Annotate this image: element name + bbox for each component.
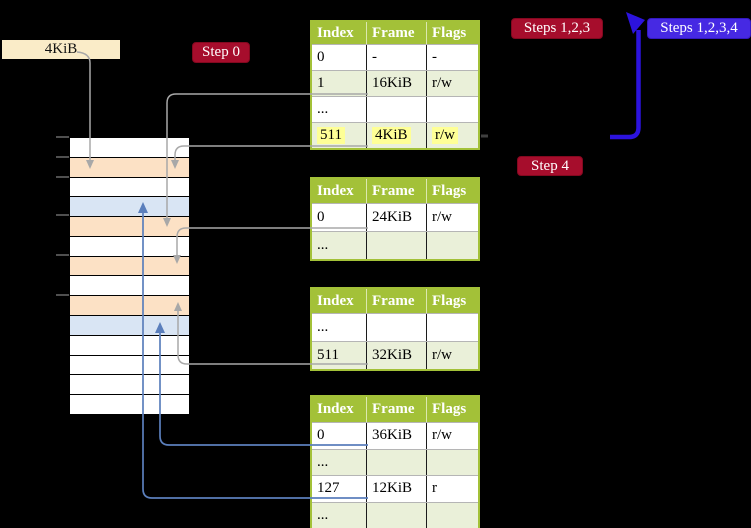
cell-flags: r/w — [426, 123, 478, 148]
table-header-row: Index Frame Flags — [312, 22, 478, 44]
memory-frame-row — [70, 395, 189, 414]
arrow-recursive-loop — [610, 12, 645, 140]
column-header-index: Index — [317, 24, 354, 41]
memory-column — [68, 136, 191, 416]
cell-index: 1 — [317, 75, 325, 91]
page-table-1: Index Frame Flags 0 - - 1 16KiB r/w ... … — [310, 20, 480, 150]
memory-frame-row — [70, 355, 189, 376]
table-row: ... — [312, 313, 478, 341]
table-row: ... — [312, 96, 478, 122]
highlight: 4KiB — [372, 127, 411, 144]
column-header-index: Index — [317, 182, 354, 199]
column-header-index: Index — [317, 401, 354, 417]
cell-frame — [366, 232, 426, 259]
cell-index: ... — [317, 453, 329, 470]
cell-frame: 36KiB — [366, 423, 426, 449]
table-row: 1 16KiB r/w — [312, 70, 478, 96]
memory-frame-row — [70, 296, 189, 317]
cell-frame — [366, 502, 426, 528]
cell-flags: r/w — [426, 423, 478, 449]
memory-frame-row — [70, 375, 189, 396]
cell-frame: 24KiB — [366, 204, 426, 231]
badge-step-0: Step 0 — [192, 42, 250, 63]
memory-frame-row — [70, 276, 189, 297]
frame-size-label: 4KiB — [2, 40, 120, 59]
cell-frame: 32KiB — [366, 342, 426, 369]
cell-frame: 16KiB — [366, 71, 426, 96]
cell-index: ... — [317, 101, 329, 117]
cell-index: 511 — [317, 347, 339, 363]
table-header-row: Index Frame Flags — [312, 289, 478, 313]
cell-flags: r/w — [426, 71, 478, 96]
memory-frame-row — [70, 197, 189, 218]
column-header-frame: Frame — [366, 289, 426, 313]
column-header-flags: Flags — [426, 289, 478, 313]
cell-index: ... — [317, 237, 329, 253]
table-header-row: Index Frame Flags — [312, 397, 478, 422]
memory-address-ticks — [56, 136, 69, 296]
cell-index: 0 — [317, 49, 325, 65]
table-header-row: Index Frame Flags — [312, 179, 478, 203]
cell-index: 511 — [312, 123, 366, 148]
highlight: 511 — [317, 127, 345, 144]
memory-frame-row — [70, 256, 189, 277]
cell-index: 127 — [317, 480, 340, 497]
column-header-frame: Frame — [366, 397, 426, 422]
column-header-flags: Flags — [426, 22, 478, 44]
table-row: ... — [312, 448, 478, 475]
table-row: ... — [312, 501, 478, 528]
table-row-highlighted: 511 4KiB r/w — [312, 122, 478, 148]
cell-frame — [366, 314, 426, 341]
table-row: 0 36KiB r/w — [312, 422, 478, 449]
badge-steps-1-2-3: Steps 1,2,3 — [511, 18, 603, 39]
cell-frame — [366, 449, 426, 475]
cell-frame: - — [366, 45, 426, 70]
cell-flags — [426, 502, 478, 528]
table-row: 511 32KiB r/w — [312, 341, 478, 369]
memory-frame-row — [70, 177, 189, 198]
cell-index: 0 — [317, 427, 325, 444]
cell-flags: r — [426, 476, 478, 502]
highlight: r/w — [432, 127, 458, 144]
badge-steps-1-2-3-4: Steps 1,2,3,4 — [647, 18, 751, 39]
cell-index: 0 — [317, 209, 325, 225]
memory-frame-row — [70, 157, 189, 178]
memory-frame-row — [70, 236, 189, 257]
badge-step-4: Step 4 — [517, 156, 583, 176]
cell-frame: 4KiB — [366, 123, 426, 148]
table-row: 0 - - — [312, 44, 478, 70]
page-table-3: Index Frame Flags ... 511 32KiB r/w — [310, 287, 480, 371]
cell-flags: - — [426, 45, 478, 70]
cell-index: ... — [317, 506, 329, 523]
cell-flags — [426, 97, 478, 122]
cell-flags: r/w — [426, 204, 478, 231]
page-table-2: Index Frame Flags 0 24KiB r/w ... — [310, 177, 480, 261]
cell-flags: r/w — [426, 342, 478, 369]
table-row: ... — [312, 231, 478, 259]
memory-frame-row — [70, 217, 189, 237]
cell-frame: 12KiB — [366, 476, 426, 502]
column-header-frame: Frame — [366, 179, 426, 203]
memory-frame-row — [70, 316, 189, 336]
column-header-flags: Flags — [426, 397, 478, 422]
cell-frame — [366, 97, 426, 122]
column-header-flags: Flags — [426, 179, 478, 203]
page-table-4: Index Frame Flags 0 36KiB r/w ... 127 12… — [310, 395, 480, 528]
cell-index: ... — [317, 319, 329, 335]
memory-frame-row — [70, 138, 189, 158]
cell-flags — [426, 314, 478, 341]
cell-flags — [426, 449, 478, 475]
table-row: 127 12KiB r — [312, 475, 478, 502]
column-header-index: Index — [317, 292, 354, 309]
cell-flags — [426, 232, 478, 259]
memory-frame-row — [70, 335, 189, 356]
column-header-frame: Frame — [366, 22, 426, 44]
table-row: 0 24KiB r/w — [312, 203, 478, 231]
